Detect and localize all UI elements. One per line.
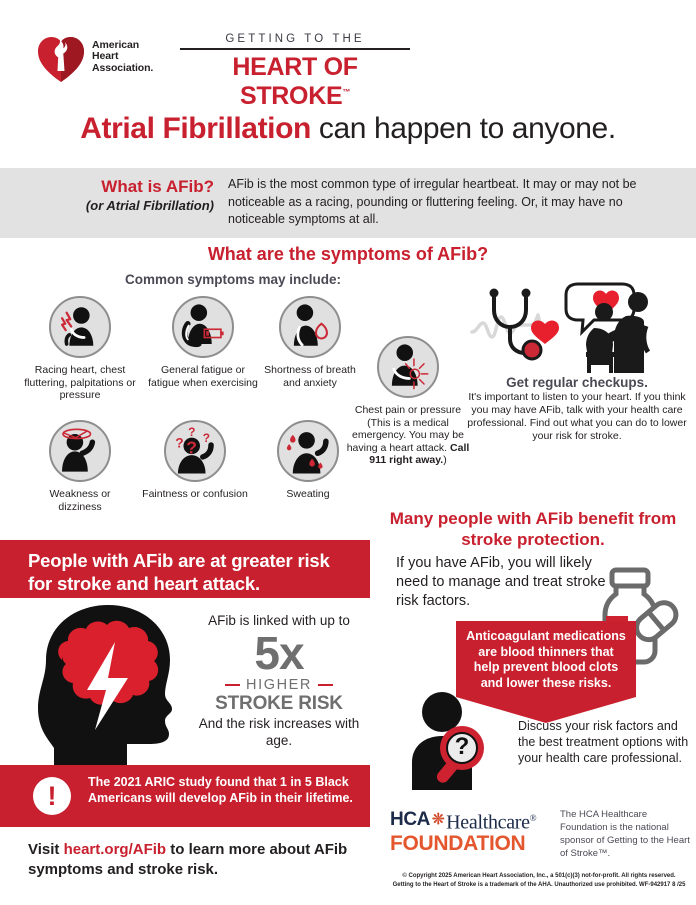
aha-heart-torch-icon <box>38 37 84 82</box>
visit-pre: Visit <box>28 841 64 858</box>
stat-lead: AFib is linked with up to <box>208 613 350 628</box>
symptom-item: General fatigue or fatigue when exercisi… <box>148 296 258 389</box>
legal-copyright: © Copyright 2025 American Heart Associat… <box>386 872 692 889</box>
campaign-lockup: GETTING TO THE HEART OF STROKE™ <box>180 33 410 111</box>
brain-lightning-illustration <box>16 600 206 800</box>
symptom-item: Chest pain or pressure (This is a medica… <box>346 336 470 467</box>
stat-trailer: And the risk increases with age. <box>198 716 360 748</box>
symptom-caption: Chest pain or pressure (This is a medica… <box>346 404 470 467</box>
discuss-text: Discuss your risk factors and the best t… <box>518 719 689 765</box>
hca-foundation-wordmark: FOUNDATION <box>390 831 526 855</box>
page-title: Atrial Fibrillation can happen to anyone… <box>0 112 696 146</box>
hca-healthcare-foundation-logo: HCA ❊ Healthcare® FOUNDATION <box>390 808 550 855</box>
svg-text:?: ? <box>186 437 197 457</box>
hca-healthcare-wordmark: Healthcare® <box>446 808 536 833</box>
trademark-mark: ™ <box>342 87 351 97</box>
protection-heading: Many people with AFib benefit from strok… <box>389 509 677 549</box>
stat-higher: HIGHER <box>246 677 312 693</box>
aha-word-american: American <box>92 38 140 51</box>
dizziness-icon <box>49 420 111 482</box>
hca-logo-row: HCA ❊ Healthcare® <box>390 808 550 833</box>
page-title-emphasis: Atrial Fibrillation <box>80 112 311 145</box>
what-is-afib-answer: AFib is the most common type of irregula… <box>228 177 637 226</box>
symptoms-subheading: Common symptoms may include: <box>124 272 342 287</box>
american-heart-association-logo: American Heart Association. <box>38 32 153 82</box>
symptom-caption: Sweating <box>286 488 330 500</box>
what-is-afib-band <box>0 168 696 238</box>
visit-post: to learn more about AFib symptoms and st… <box>28 841 348 878</box>
stroke-risk-banner-text: People with AFib are at greater risk for… <box>28 550 330 594</box>
protection-body: If you have AFib, you will likely need t… <box>396 555 606 609</box>
shortness-of-breath-icon <box>279 296 341 358</box>
checkup-heading: Get regular checkups. <box>506 375 648 390</box>
header: American Heart Association. GETTING TO T… <box>0 0 696 160</box>
anticoagulant-callout-text: Anticoagulant medications are blood thin… <box>456 621 636 697</box>
stat-stroke-risk: STROKE RISK <box>215 693 343 714</box>
symptom-caption: Racing heart, chest fluttering, palpitat… <box>24 364 136 401</box>
hca-healthcare-text: Healthcare <box>446 811 530 834</box>
symptom-caption-pre: Chest pain or pressure (This is a medica… <box>346 404 464 454</box>
hca-starburst-icon: ❊ <box>431 811 445 829</box>
aric-study-callout: ! The 2021 ARIC study found that 1 in 5 … <box>0 765 370 827</box>
what-is-afib-subheading: (or Atrial Fibrillation) <box>85 198 214 213</box>
stat-higher-row: HIGHER <box>190 677 368 693</box>
racing-heart-icon <box>49 296 111 358</box>
page-title-rest: can happen to anyone. <box>310 112 616 145</box>
aha-word-association: Association. <box>92 61 154 74</box>
symptom-item: ? ? ? ? Faintness or confusion <box>140 420 250 501</box>
symptoms-heading: What are the symptoms of AFib? <box>207 244 489 264</box>
hca-wordmark: HCA <box>390 809 430 831</box>
campaign-title-text: HEART OF STROKE <box>232 53 358 110</box>
stroke-risk-stat: AFib is linked with up to 5x HIGHER STRO… <box>190 612 368 749</box>
registered-mark-icon: ® <box>529 813 537 823</box>
exclamation-icon: ! <box>33 777 71 815</box>
confusion-icon: ? ? ? ? <box>164 420 226 482</box>
what-is-afib-question: What is AFib? (or Atrial Fibrillation) <box>0 176 228 229</box>
what-is-afib-heading: What is AFib? <box>101 177 214 196</box>
symptom-item: Shortness of breath and anxiety <box>262 296 358 389</box>
stat-multiplier: 5x <box>254 627 304 679</box>
svg-text:?: ? <box>455 733 470 760</box>
symptom-caption: Weakness or dizziness <box>49 488 111 513</box>
legal-line-1: © Copyright 2025 American Heart Associat… <box>402 873 676 879</box>
campaign-supertitle: GETTING TO THE <box>225 33 365 45</box>
visit-line: Visit heart.org/AFib to learn more about… <box>28 840 368 880</box>
svg-text:?: ? <box>188 425 195 439</box>
aha-word-heart: Heart <box>92 50 119 63</box>
symptom-item: Weakness or dizziness <box>30 420 130 513</box>
symptom-caption: Shortness of breath and anxiety <box>264 364 356 389</box>
person-magnifier-illustration: ? <box>400 690 512 794</box>
campaign-divider <box>180 48 410 50</box>
symptom-caption-emphasis: Call 911 right away. <box>369 441 470 467</box>
rule-left-icon <box>225 684 240 686</box>
aha-wordmark: American Heart Association. <box>92 38 154 75</box>
sponsor-note: The HCA Healthcare Foundation is the nat… <box>560 809 690 859</box>
checkup-body: It's important to listen to your heart. … <box>467 391 687 442</box>
campaign-title: HEART OF STROKE™ <box>180 50 410 111</box>
symptom-item: Racing heart, chest fluttering, palpitat… <box>18 296 142 402</box>
fatigue-battery-icon <box>172 296 234 358</box>
rule-right-icon <box>318 684 333 686</box>
symptom-caption: Faintness or confusion <box>142 488 248 500</box>
chest-pain-icon <box>377 336 439 398</box>
symptom-item: Sweating <box>258 420 358 501</box>
checkup-illustration <box>470 280 685 375</box>
visit-url[interactable]: heart.org/AFib <box>63 841 167 858</box>
symptom-caption: General fatigue or fatigue when exercisi… <box>148 364 258 389</box>
symptom-caption-post: ) <box>443 454 447 466</box>
sweating-icon <box>277 420 339 482</box>
svg-text:?: ? <box>175 436 183 451</box>
callout-pointer-icon <box>456 697 636 723</box>
anticoagulant-callout: Anticoagulant medications are blood thin… <box>456 621 636 723</box>
legal-line-2: Getting to the Heart of Stroke is a trad… <box>392 881 686 888</box>
svg-text:?: ? <box>203 431 210 445</box>
stroke-risk-banner: People with AFib are at greater risk for… <box>0 540 370 598</box>
what-is-afib-content: What is AFib? (or Atrial Fibrillation) A… <box>0 176 696 229</box>
aric-study-text: The 2021 ARIC study found that 1 in 5 Bl… <box>88 775 353 805</box>
